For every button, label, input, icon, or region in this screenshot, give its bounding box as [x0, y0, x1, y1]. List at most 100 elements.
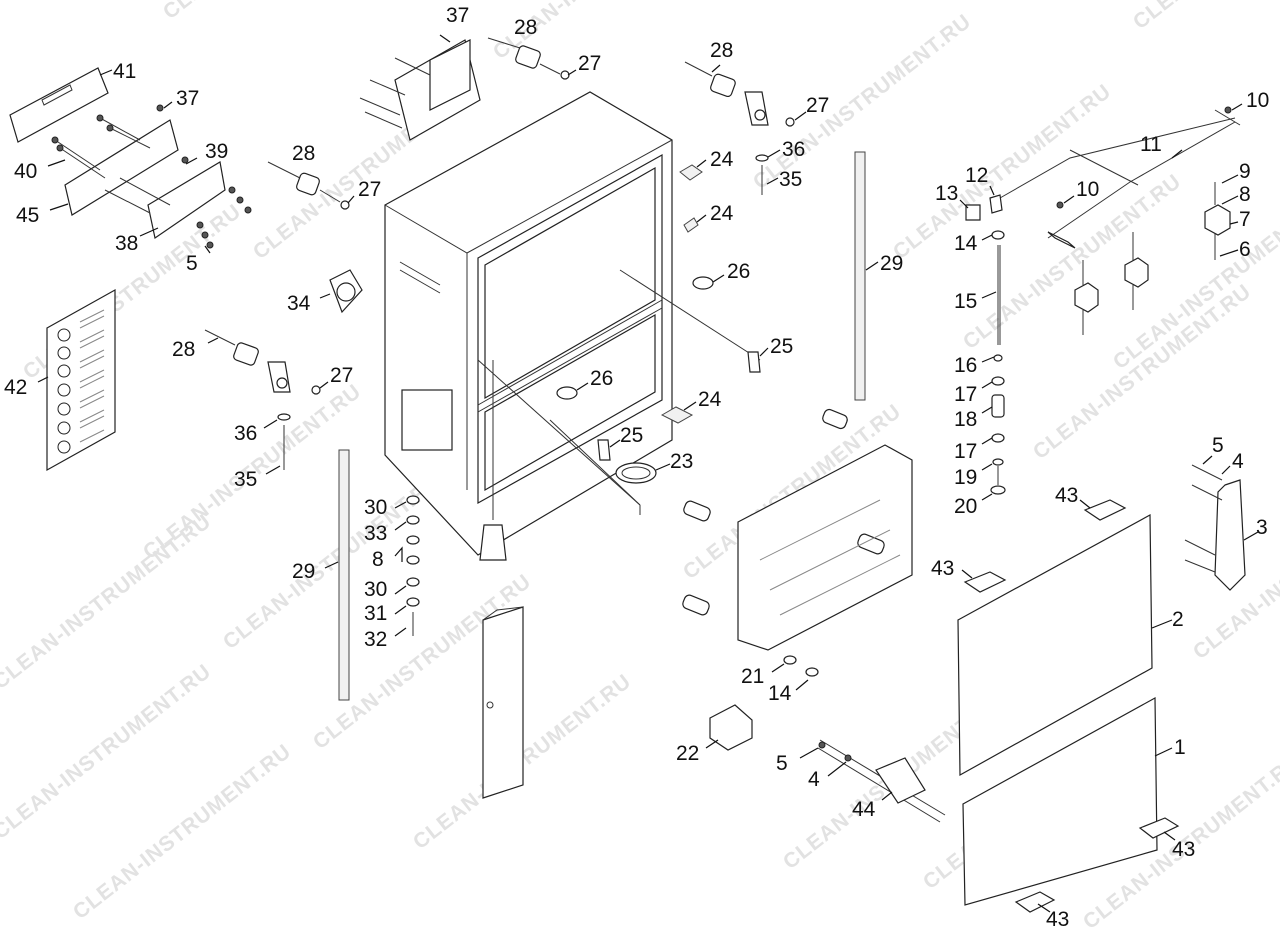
- circuit-board: [682, 408, 913, 691]
- callout-33: 33: [364, 522, 387, 545]
- connector-socket: [319, 269, 363, 314]
- callout-10: 10: [1246, 89, 1269, 112]
- callout-11: 11: [1140, 133, 1162, 156]
- callout-16: 16: [954, 354, 977, 377]
- clip-parts: [660, 159, 707, 424]
- callout-45: 45: [16, 204, 39, 227]
- callout-6: 6: [1239, 238, 1251, 261]
- label-plate: [9, 67, 113, 143]
- callout-28: 28: [292, 142, 315, 165]
- indicator-light: [57, 364, 71, 378]
- callout-36: 36: [782, 138, 805, 161]
- callout-29: 29: [292, 560, 315, 583]
- door-panels: [957, 513, 1173, 906]
- callout-8: 8: [372, 548, 384, 571]
- watermark: CLEAN-INSTRUMENT.RU: [0, 510, 216, 694]
- lower-hinge-bushing: [204, 329, 329, 475]
- callout-36: 36: [234, 422, 257, 445]
- callout-43: 43: [931, 557, 954, 580]
- callout-22: 22: [676, 742, 699, 765]
- callout-27: 27: [578, 52, 601, 75]
- callout-8: 8: [1239, 183, 1251, 206]
- side-bracket: [1184, 455, 1259, 591]
- bracket-plates: [47, 101, 252, 254]
- callout-5: 5: [1212, 434, 1224, 457]
- callout-9: 9: [1239, 160, 1251, 183]
- indicator-light: [57, 402, 71, 416]
- callout-42: 42: [4, 376, 27, 399]
- callout-31: 31: [364, 602, 387, 625]
- callout-28: 28: [710, 39, 733, 62]
- callout-13: 13: [935, 182, 958, 205]
- callout-43: 43: [1046, 908, 1069, 931]
- callout-3: 3: [1256, 516, 1268, 539]
- callout-10: 10: [1076, 178, 1099, 201]
- right-hinge-bushing: [684, 61, 807, 195]
- callout-5: 5: [186, 252, 198, 275]
- callout-44: 44: [852, 798, 876, 821]
- callout-20: 20: [954, 495, 977, 518]
- callout-27: 27: [330, 364, 353, 387]
- callout-23: 23: [670, 450, 693, 473]
- callout-26: 26: [590, 367, 613, 390]
- callout-24: 24: [710, 148, 734, 171]
- cabinet-body: [384, 91, 761, 556]
- callout-30: 30: [364, 496, 387, 519]
- callout-27: 27: [358, 178, 381, 201]
- grommets: [556, 274, 769, 484]
- callout-12: 12: [965, 164, 988, 187]
- transformer: [705, 704, 753, 751]
- callout-15: 15: [954, 290, 977, 313]
- callout-7: 7: [1239, 208, 1251, 231]
- callout-5: 5: [776, 752, 788, 775]
- callout-25: 25: [620, 424, 643, 447]
- callout-41: 41: [113, 60, 136, 83]
- callout-38: 38: [115, 232, 138, 255]
- callout-18: 18: [954, 408, 977, 431]
- callout-39: 39: [205, 140, 228, 163]
- callout-14: 14: [954, 232, 978, 255]
- callout-34: 34: [287, 292, 311, 315]
- callout-17: 17: [954, 383, 977, 406]
- callout-32: 32: [364, 628, 387, 651]
- indicator-panel: [37, 288, 116, 472]
- indicator-light: [57, 440, 71, 454]
- callout-21: 21: [741, 665, 764, 688]
- callout-29: 29: [880, 252, 903, 275]
- callout-28: 28: [172, 338, 195, 361]
- callout-1: 1: [1174, 736, 1186, 759]
- fastener-stack: [394, 495, 420, 637]
- callout-2: 2: [1172, 608, 1184, 631]
- callout-27: 27: [806, 94, 829, 117]
- watermark: CLEAN-INSTRUMENT.RU: [1129, 0, 1280, 34]
- callout-14: 14: [768, 682, 792, 705]
- top-bracket: [359, 34, 481, 141]
- watermark: CLEAN-INSTRUMENT.RU: [69, 740, 296, 924]
- indicator-light: [57, 328, 71, 342]
- latch: [799, 739, 946, 823]
- callout-25: 25: [770, 335, 793, 358]
- callout-4: 4: [1232, 450, 1244, 473]
- callout-24: 24: [710, 202, 734, 225]
- callout-35: 35: [779, 168, 802, 191]
- callout-24: 24: [698, 388, 722, 411]
- indicator-light: [57, 421, 71, 435]
- top-bushing: [487, 37, 577, 80]
- vertical-posts: [324, 151, 879, 701]
- callout-28: 28: [514, 16, 537, 39]
- callout-19: 19: [954, 466, 977, 489]
- callout-30: 30: [364, 578, 387, 601]
- callout-labels: 41 37 40 45 39 38 5 37 28 27 28 27 28 27…: [4, 4, 1269, 931]
- rail-assembly: [999, 103, 1243, 335]
- callout-4: 4: [808, 768, 820, 791]
- hinges: [961, 499, 1180, 913]
- callout-26: 26: [727, 260, 750, 283]
- watermark: CLEAN-INSTRUMENT.RU: [159, 0, 386, 24]
- indicator-light: [57, 346, 71, 360]
- callout-37: 37: [446, 4, 469, 27]
- callout-43: 43: [1172, 838, 1195, 861]
- callout-37: 37: [176, 87, 199, 110]
- cable-gland-tube: [479, 360, 524, 799]
- indicator-light: [57, 383, 71, 397]
